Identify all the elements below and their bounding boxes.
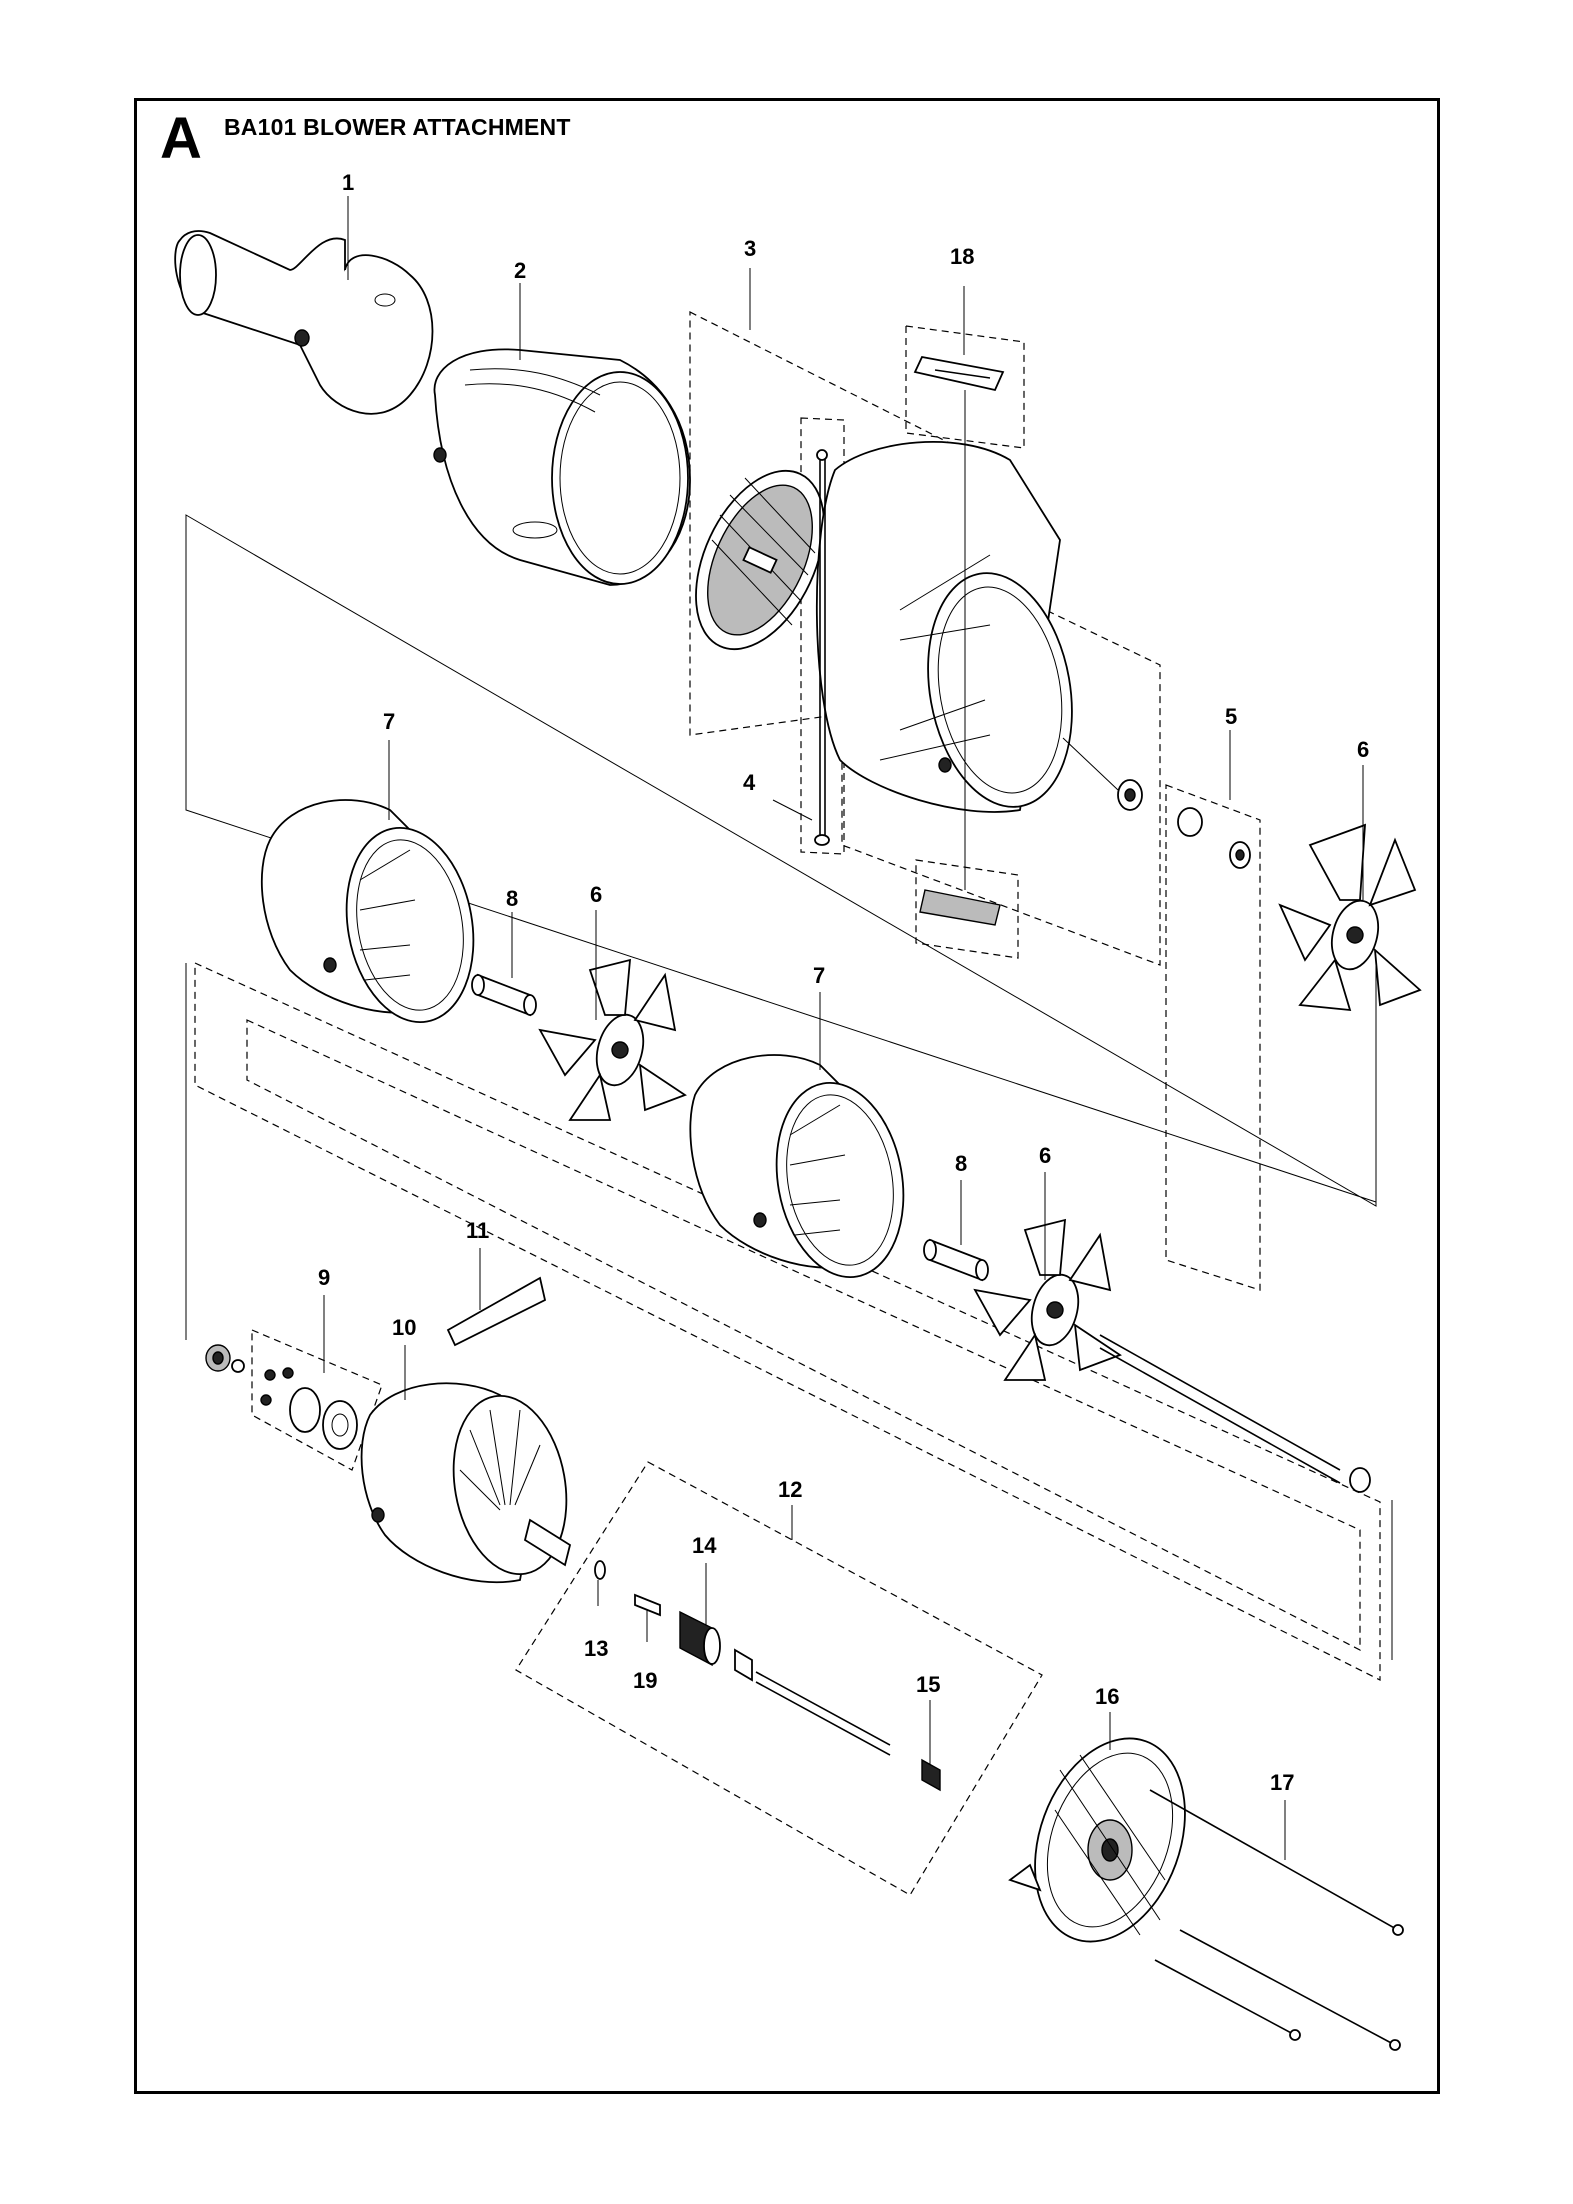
callout-15: 15 bbox=[916, 1672, 940, 1697]
part-4-rod bbox=[772, 449, 830, 846]
part-3-grille bbox=[695, 469, 825, 651]
leader-lines bbox=[323, 196, 1364, 1860]
callout-6-low: 6 bbox=[1039, 1143, 1051, 1168]
group-outline-12 bbox=[515, 1461, 1043, 1896]
part-5-bearings bbox=[1062, 737, 1251, 869]
group-outline-4 bbox=[800, 417, 845, 855]
callout-3: 3 bbox=[744, 236, 756, 261]
callout-1: 1 bbox=[342, 170, 354, 195]
callout-13: 13 bbox=[584, 1636, 608, 1661]
callout-19: 19 bbox=[633, 1668, 657, 1693]
callout-8-left: 8 bbox=[506, 886, 518, 911]
part-13-ring bbox=[594, 1560, 606, 1580]
part-1-nozzle bbox=[174, 230, 434, 415]
section-letter: A bbox=[160, 106, 202, 171]
part-15-nut bbox=[921, 1758, 941, 1792]
part-8-spacer-mid bbox=[923, 1238, 989, 1282]
part-14-sleeve bbox=[679, 1610, 753, 1682]
callout-4: 4 bbox=[743, 770, 756, 795]
part-7-housing-mid bbox=[689, 1054, 905, 1279]
group-outline-5 bbox=[1165, 784, 1261, 1291]
callout-7-mid: 7 bbox=[813, 963, 825, 988]
callout-16: 16 bbox=[1095, 1684, 1119, 1709]
group-outline-9 bbox=[251, 1329, 383, 1471]
callout-10: 10 bbox=[392, 1315, 416, 1340]
drive-shaft bbox=[1099, 1334, 1371, 1493]
callout-9: 9 bbox=[318, 1265, 330, 1290]
part-8-spacer-left bbox=[471, 973, 537, 1017]
part-6-fan-top bbox=[1278, 823, 1422, 1012]
part-12-shaft bbox=[755, 1671, 891, 1756]
part-9-hardware bbox=[205, 1344, 358, 1450]
group-outline-3 bbox=[689, 311, 1161, 966]
callout-2: 2 bbox=[514, 258, 526, 283]
callout-18: 18 bbox=[950, 244, 974, 269]
part-2-tube bbox=[433, 348, 691, 586]
group-outline-inner-cassette bbox=[194, 962, 1381, 1681]
callout-14: 14 bbox=[692, 1533, 717, 1558]
part-11-decal bbox=[446, 1276, 547, 1347]
callout-6-mid: 6 bbox=[590, 882, 602, 907]
part-17-bolts bbox=[1149, 1789, 1404, 2051]
part-6-fan-mid bbox=[538, 958, 687, 1121]
callout-17: 17 bbox=[1270, 1770, 1294, 1795]
callout-5: 5 bbox=[1225, 704, 1237, 729]
part-16-cover bbox=[1008, 1737, 1186, 1943]
part-3-housing bbox=[815, 440, 1073, 813]
diagram-frame bbox=[134, 98, 1440, 2094]
callout-6-top: 6 bbox=[1357, 737, 1369, 762]
callout-11: 11 bbox=[466, 1218, 489, 1243]
callout-labels: 1 2 3 18 4 5 6 7 8 6 7 8 6 11 9 10 12 14… bbox=[318, 170, 1369, 1795]
part-19-pin bbox=[634, 1593, 661, 1617]
diagram-title: BA101 BLOWER ATTACHMENT bbox=[224, 114, 571, 140]
callout-12: 12 bbox=[778, 1477, 802, 1502]
part-10-housing bbox=[360, 1382, 572, 1584]
callout-8-mid: 8 bbox=[955, 1151, 967, 1176]
part-6-fan-low bbox=[973, 1218, 1122, 1381]
part-7-housing-left bbox=[260, 799, 475, 1024]
part-18-decal bbox=[913, 355, 1005, 926]
group-outline-18 bbox=[905, 325, 1025, 959]
tube-outline bbox=[185, 514, 1393, 1660]
callout-7-left: 7 bbox=[383, 709, 395, 734]
